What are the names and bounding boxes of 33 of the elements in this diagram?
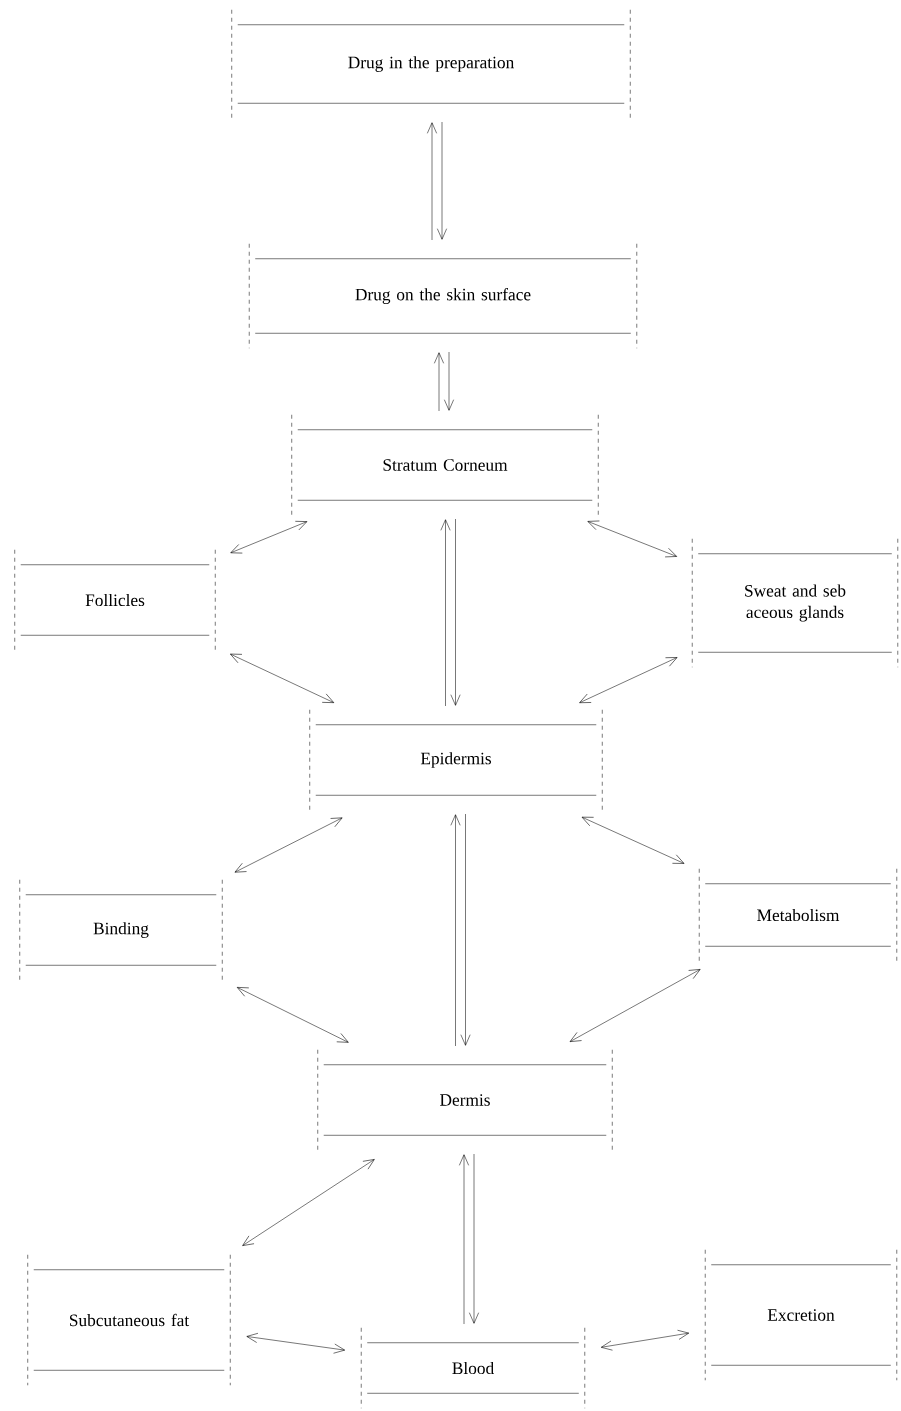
arrow (600, 1329, 690, 1351)
half-arrow (450, 518, 461, 706)
half-arrow (440, 519, 451, 707)
half-arrow (469, 1153, 479, 1324)
half-arrow (434, 352, 444, 412)
half-arrow (459, 1154, 469, 1325)
arrow (242, 1159, 375, 1246)
dashed-box: Blood (360, 1327, 586, 1409)
arrow (581, 816, 685, 864)
dashed-box: Stratum Corneum (291, 414, 599, 516)
half-arrow (460, 813, 471, 1046)
half-arrow (450, 814, 461, 1047)
dashed-box: Drug on the skin surface (248, 243, 638, 349)
arrow (587, 520, 677, 558)
dashed-box: Binding (19, 879, 223, 981)
dashed-box: Metabolism (698, 868, 898, 962)
arrow (246, 1333, 345, 1354)
arrow (236, 987, 349, 1043)
dashed-box: Excretion (704, 1249, 898, 1381)
dashed-box: Drug in the preparation (231, 9, 631, 119)
dashed-box: Sweat and seb aceous glands (691, 538, 899, 668)
arrow (579, 657, 678, 703)
half-arrow (437, 121, 447, 240)
half-arrow (444, 351, 454, 411)
dashed-box: Follicles (14, 549, 216, 651)
arrow (230, 653, 335, 703)
dashed-box: Subcutaneous fat (27, 1254, 231, 1386)
dashed-box: Dermis (317, 1049, 613, 1151)
half-arrow (427, 122, 437, 241)
arrow (230, 521, 308, 554)
arrow (234, 817, 343, 873)
arrow (569, 969, 701, 1042)
dashed-box: Epidermis (309, 709, 603, 811)
